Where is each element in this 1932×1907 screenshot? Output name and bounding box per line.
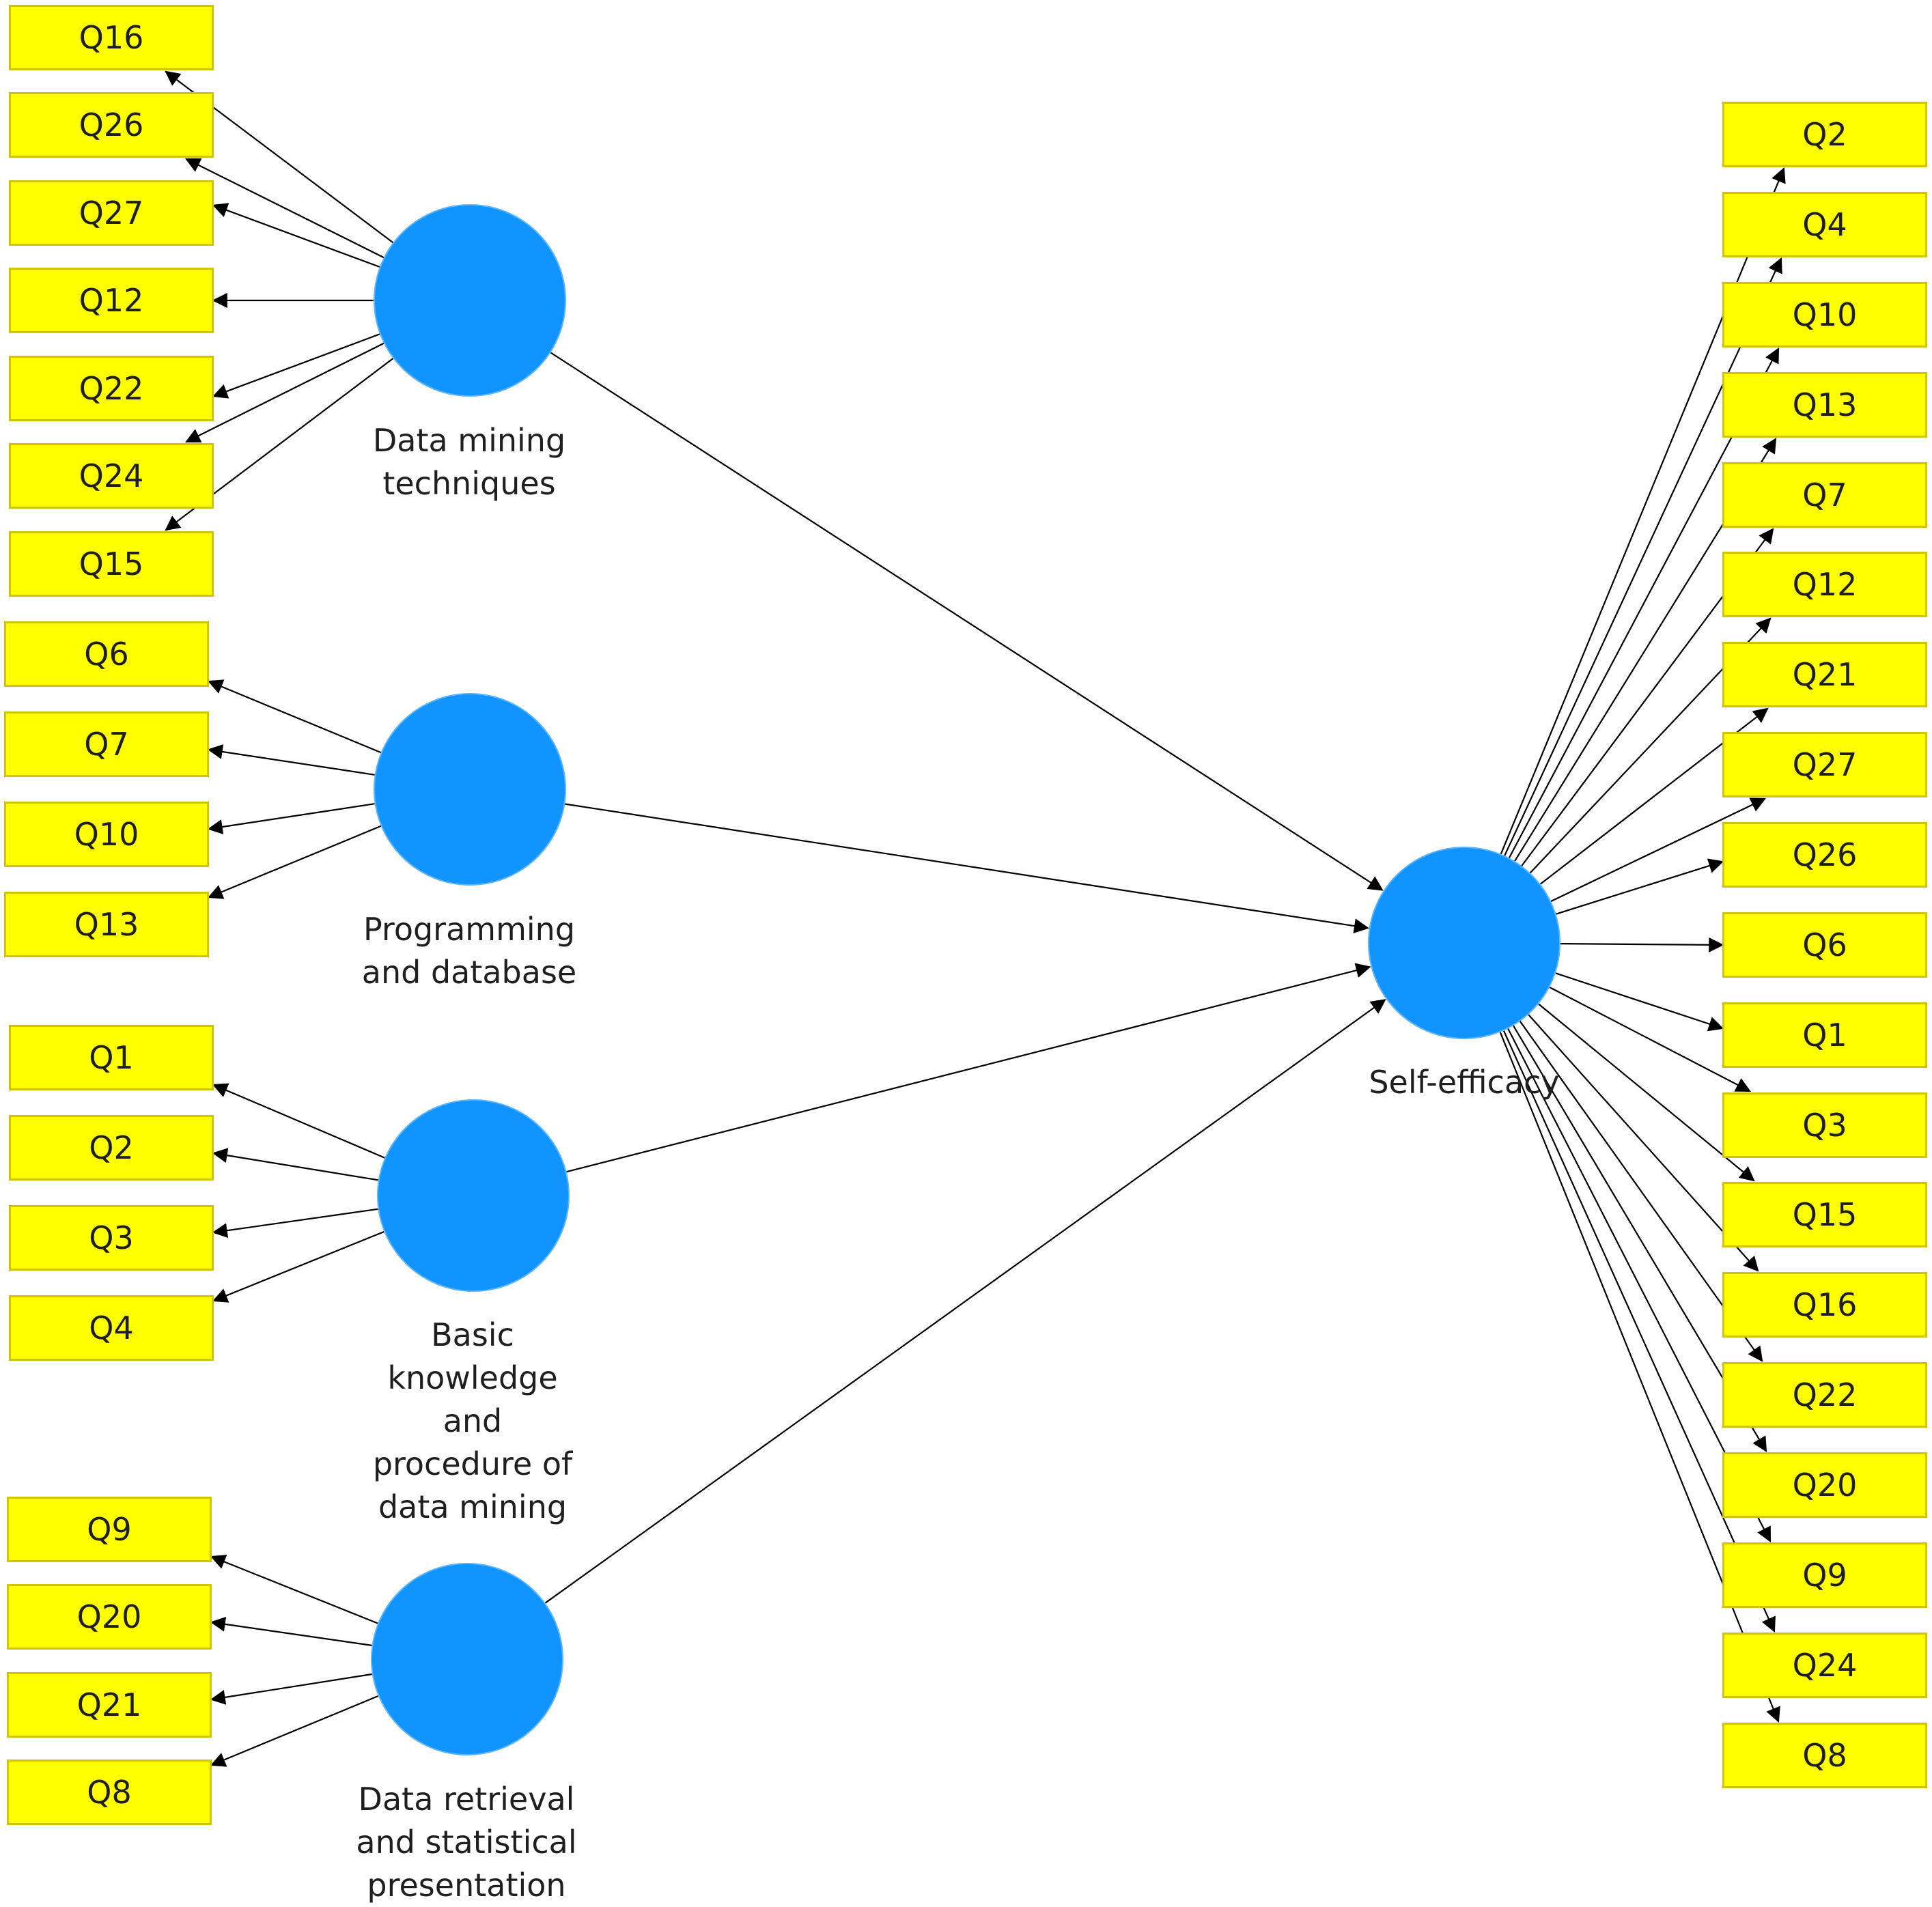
indicator-box[interactable]: Q2 <box>1722 102 1927 167</box>
loading-arrow <box>207 825 382 899</box>
loading-arrow <box>1549 987 1751 1092</box>
path-arrow <box>544 999 1386 1604</box>
loading-arrow <box>212 1230 384 1303</box>
loading-arrow <box>212 1083 385 1159</box>
loading-arrow <box>212 203 380 268</box>
indicator-box[interactable]: Q9 <box>7 1497 212 1562</box>
indicator-box[interactable]: Q1 <box>9 1025 214 1090</box>
indicator-box[interactable]: Q16 <box>9 5 214 70</box>
indicator-box[interactable]: Q22 <box>9 356 214 421</box>
construct-label-data-mining-techniques: Data mining techniques <box>372 422 566 502</box>
loading-arrow <box>1502 1030 1776 1633</box>
indicator-box[interactable]: Q20 <box>7 1584 212 1650</box>
indicator-box[interactable]: Q27 <box>1722 732 1927 797</box>
indicator-box[interactable]: Q12 <box>9 268 214 333</box>
indicator-box[interactable]: Q26 <box>9 92 214 158</box>
indicator-box[interactable]: Q3 <box>9 1205 214 1271</box>
construct-label-self-efficacy: Self-efficacy <box>1369 1064 1560 1101</box>
loading-arrow <box>207 679 382 754</box>
indicator-box[interactable]: Q10 <box>4 802 209 867</box>
construct-label-basic-knowledge: Basic knowledge and procedure of data mi… <box>372 1316 573 1525</box>
path-arrow <box>550 352 1384 891</box>
path-arrow <box>565 803 1369 934</box>
loading-arrow <box>1550 797 1766 902</box>
loading-arrow <box>1560 937 1724 952</box>
loading-arrow <box>1519 1021 1763 1362</box>
loading-arrow <box>185 158 384 259</box>
construct-label-programming-and-database: Programming and database <box>361 911 577 991</box>
indicator-box[interactable]: Q4 <box>9 1295 214 1361</box>
indicator-box[interactable]: Q7 <box>1722 462 1927 528</box>
indicator-box[interactable]: Q20 <box>1722 1452 1927 1518</box>
indicator-box[interactable]: Q22 <box>1722 1362 1927 1428</box>
loading-arrow <box>212 1148 378 1181</box>
indicator-box[interactable]: Q21 <box>1722 642 1927 707</box>
indicator-box[interactable]: Q13 <box>4 892 209 957</box>
construct-self-efficacy[interactable] <box>1368 847 1560 1039</box>
loading-arrow <box>210 1616 372 1646</box>
indicator-box[interactable]: Q15 <box>9 531 214 597</box>
indicator-box[interactable]: Q3 <box>1722 1092 1927 1158</box>
loading-arrow <box>1504 257 1782 856</box>
indicator-box[interactable]: Q15 <box>1722 1182 1927 1247</box>
indicator-box[interactable]: Q6 <box>4 621 209 687</box>
construct-basic-knowledge[interactable] <box>377 1099 570 1292</box>
loading-arrow <box>210 1555 378 1624</box>
indicator-box[interactable]: Q12 <box>1722 552 1927 617</box>
indicator-box[interactable]: Q10 <box>1722 282 1927 348</box>
indicator-box[interactable]: Q24 <box>1722 1633 1927 1698</box>
loading-arrow <box>212 333 380 399</box>
loading-arrow <box>207 744 375 776</box>
loading-arrow <box>207 803 375 834</box>
indicator-box[interactable]: Q26 <box>1722 822 1927 888</box>
loading-arrow <box>185 342 384 443</box>
indicator-box[interactable]: Q9 <box>1722 1542 1927 1608</box>
indicator-box[interactable]: Q7 <box>4 711 209 777</box>
loading-arrow <box>1555 972 1724 1032</box>
indicator-box[interactable]: Q1 <box>1722 1002 1927 1068</box>
loading-arrow <box>1556 858 1724 915</box>
indicator-box[interactable]: Q8 <box>1722 1723 1927 1788</box>
indicator-box[interactable]: Q13 <box>1722 372 1927 438</box>
construct-data-mining-techniques[interactable] <box>374 204 566 397</box>
loading-arrow <box>210 1695 379 1767</box>
indicator-box[interactable]: Q16 <box>1722 1272 1927 1338</box>
path-arrow <box>566 963 1371 1173</box>
construct-data-retrieval[interactable] <box>371 1563 563 1755</box>
loading-arrow <box>212 1208 378 1239</box>
loading-arrow <box>1528 1014 1759 1272</box>
indicator-box[interactable]: Q24 <box>9 443 214 509</box>
indicator-box[interactable]: Q21 <box>7 1672 212 1738</box>
indicator-box[interactable]: Q8 <box>7 1760 212 1825</box>
construct-programming-and-database[interactable] <box>374 693 566 886</box>
indicator-box[interactable]: Q2 <box>9 1115 214 1181</box>
indicator-box[interactable]: Q27 <box>9 180 214 246</box>
loading-arrow <box>1538 1003 1755 1182</box>
indicator-box[interactable]: Q6 <box>1722 912 1927 978</box>
construct-label-data-retrieval: Data retrieval and statistical presentat… <box>356 1781 577 1904</box>
indicator-box[interactable]: Q4 <box>1722 192 1927 257</box>
loading-arrow <box>210 1673 372 1705</box>
